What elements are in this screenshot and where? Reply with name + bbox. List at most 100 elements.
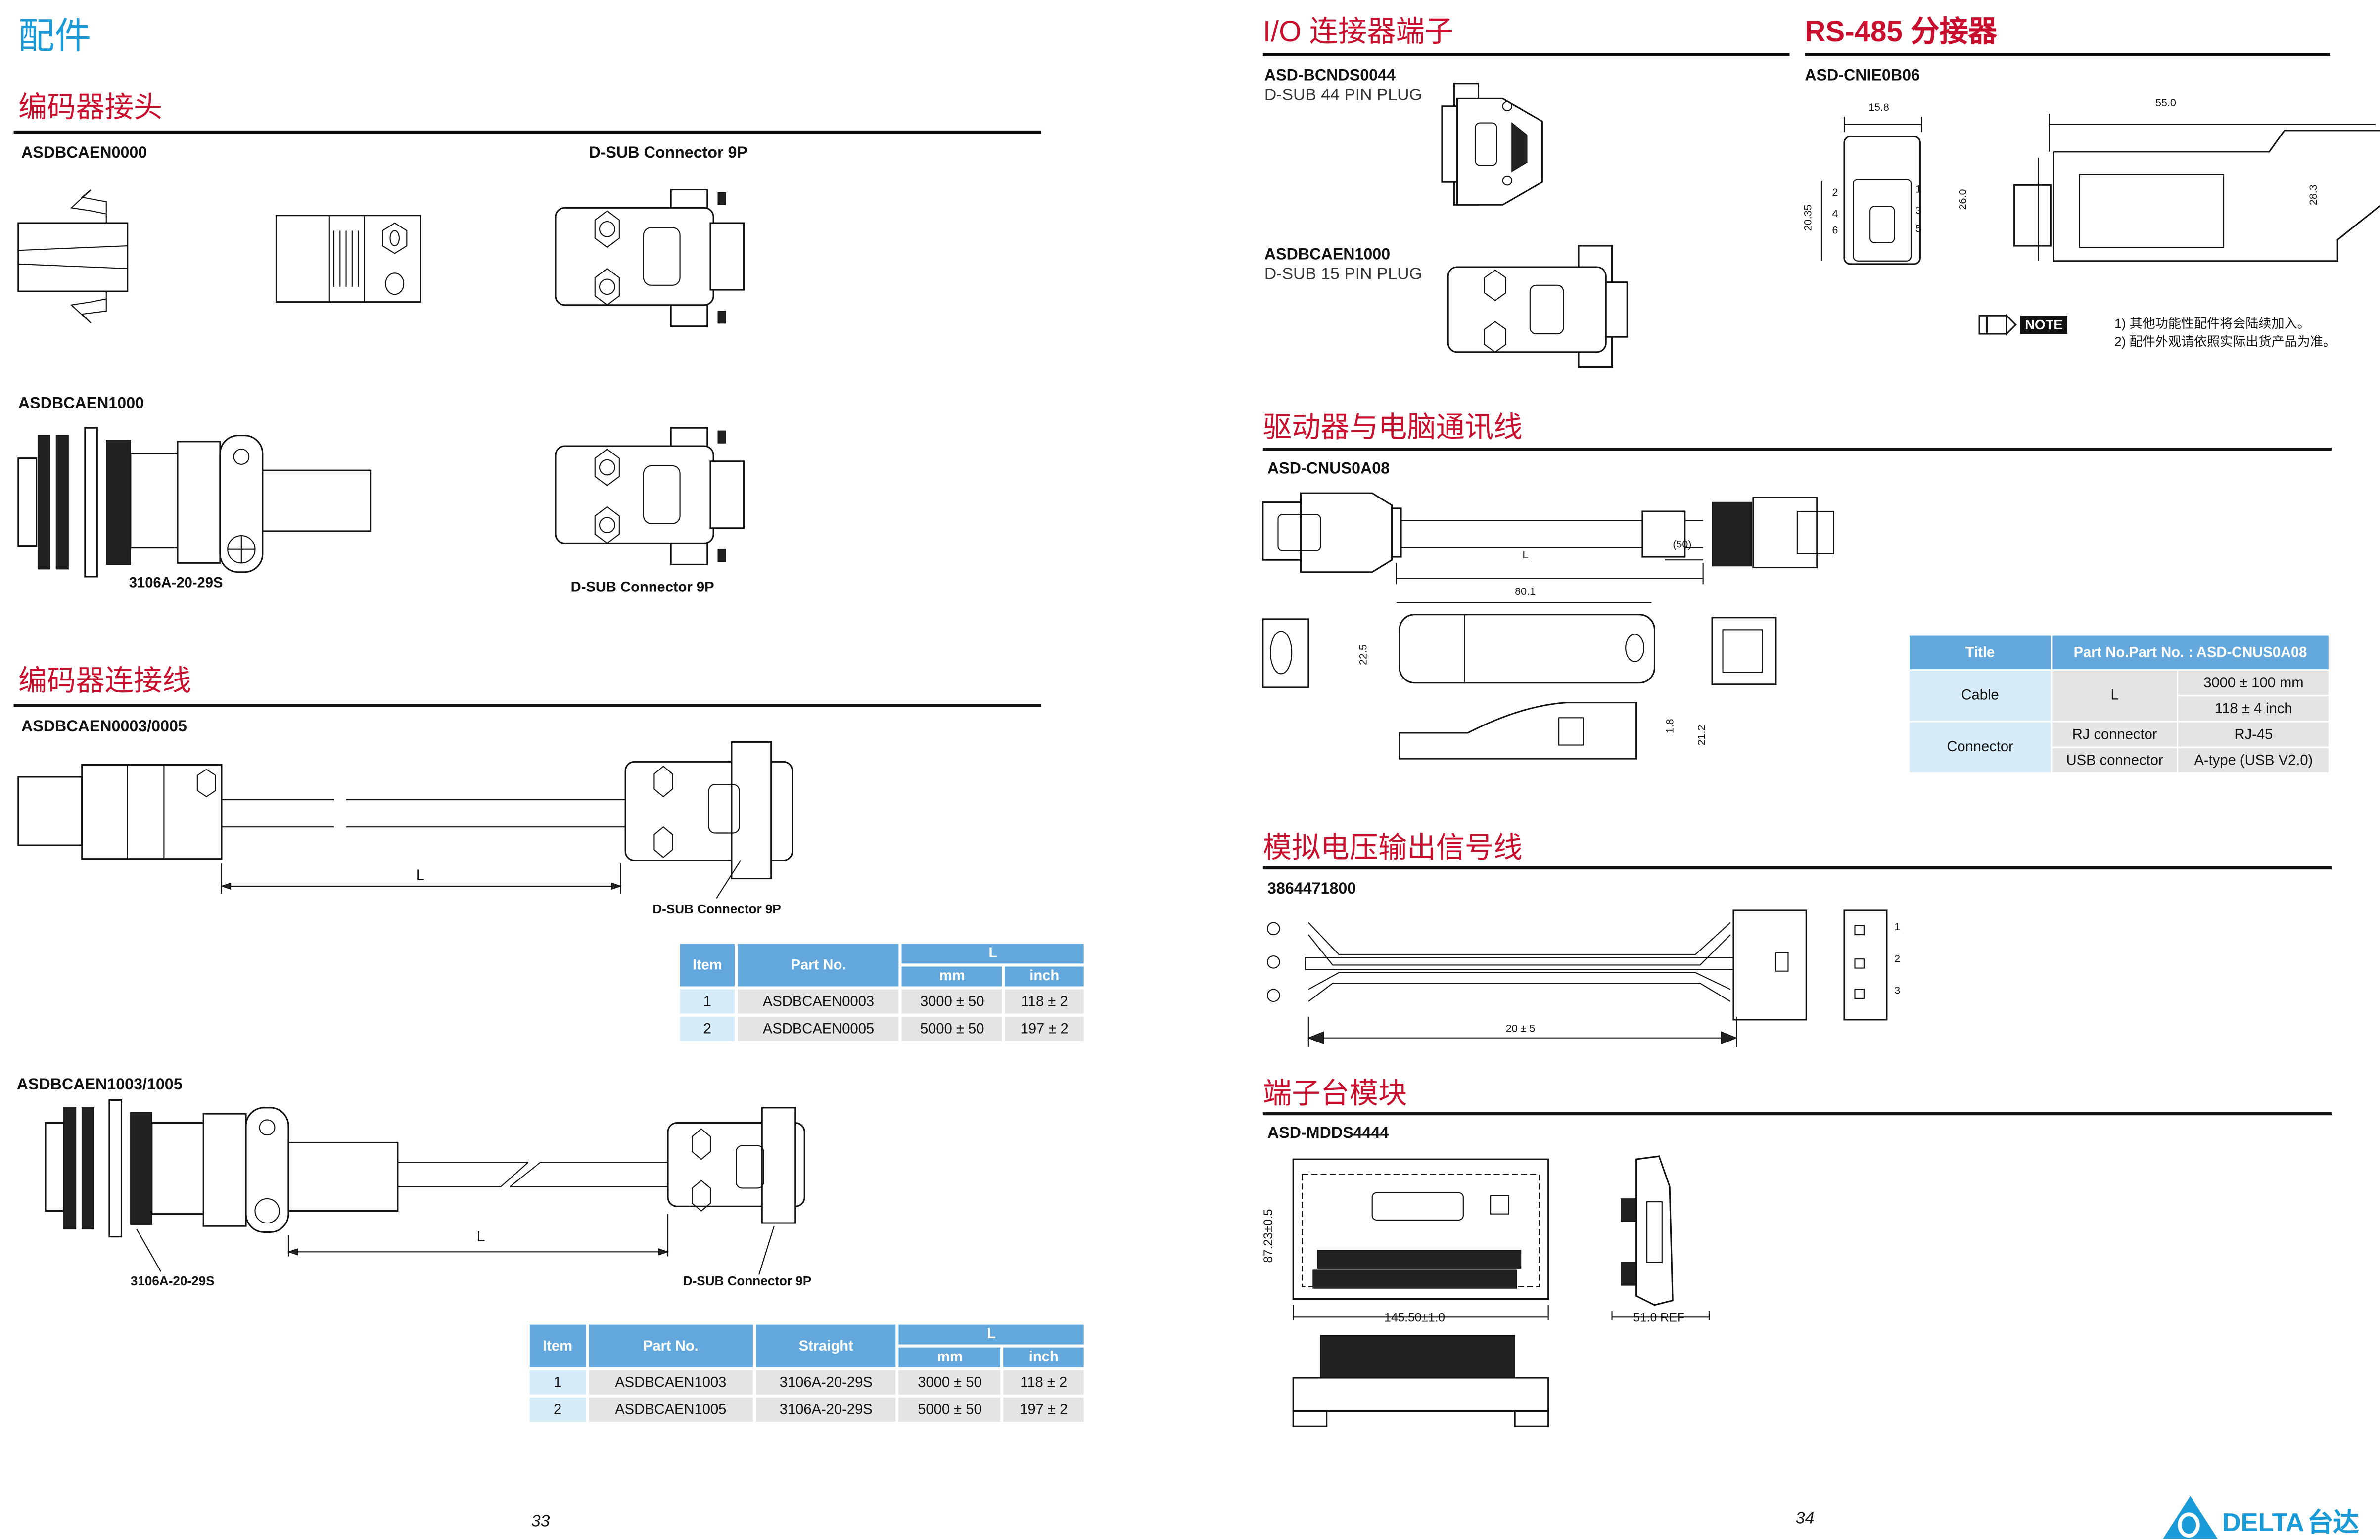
cell-item: 1 [529,1370,586,1395]
part-number: ASDBCAEN0000 [21,144,147,163]
part-description: D-SUB 15 PIN PLUG [1264,265,1422,284]
pc-cable-table: Title Part No.Part No. : ASD-CNUS0A08 Ca… [1908,634,2330,774]
connector-label: D-SUB Connector 9P [683,1273,812,1288]
header-item: Item [529,1324,586,1367]
encoder-cable-b-drawing [45,1099,805,1275]
dimension-label: 20 ± 5 [1505,1024,1536,1035]
cell-value: 3000 ± 100 mm [2179,671,2329,695]
header-mm: mm [899,1347,1001,1367]
header-l: L [902,944,1084,964]
note-badge: NOTE [1978,314,2068,336]
part-number: ASDBCAEN1000 [18,394,144,413]
header-part-no: Part No. [588,1324,753,1367]
pin-label: 2 [1894,954,1901,965]
rs485-splitter-drawing [1820,114,2380,265]
section-title-rs485: RS-485 分接器 [1805,16,1997,49]
header-l: L [899,1324,1084,1345]
pin-label: 4 [1832,209,1838,220]
table-row: 118 ± 4 inch [1910,696,2329,721]
header-title: Title [1909,635,2051,670]
delta-cn-text: 台达 [2307,1508,2359,1538]
cell-mm: 3000 ± 50 [899,1370,1001,1395]
header-part-no: Part No. [738,944,899,987]
cell-part-no: ASDBCAEN1003 [588,1370,753,1395]
pin-label: 3 [1894,986,1901,997]
dimension-label: 28.3 [2309,184,2320,206]
usb-rj45-cable-drawing [1262,492,1834,760]
cell-part-no: ASDBCAEN0005 [738,1016,899,1041]
dimension-label: 87.23±0.5 [1261,1209,1276,1263]
part-number: ASDBCAEN1000 [1264,246,1391,264]
section-rule [1805,53,2330,56]
part-number: ASD-BCNDS0044 [1264,67,1396,85]
dimension-label: 51.0 REF [1633,1311,1685,1325]
connector-label: D-SUB Connector 9P [653,901,781,917]
part-number: ASDBCAEN0003/0005 [21,718,187,736]
cell-inch: 197 ± 2 [1003,1397,1084,1422]
note-line: 1) 其他功能性配件将会陆续加入。 [2114,316,2310,331]
military-connector-drawing [17,427,372,578]
terminal-block-drawing [1292,1155,1710,1427]
table-row: 1 ASDBCAEN1003 3106A-20-29S 3000 ± 50 11… [529,1370,1084,1395]
pin-label: 3 [1915,206,1922,217]
pin-label: 5 [1915,225,1922,235]
cell-item: 1 [680,989,735,1014]
dimension-label: 55.0 [2155,98,2176,109]
page-number-left: 33 [531,1513,550,1531]
dimension-label: 20.35 [1803,204,1815,231]
part-description: D-SUB 44 PIN PLUG [1264,86,1422,105]
part-number: 3864471800 [1267,880,1356,899]
cell-inch: 118 ± 2 [1005,989,1084,1014]
table-row: Cable L 3000 ± 100 mm [1909,671,2329,721]
cell-item: 2 [680,1016,735,1041]
pin-label: 6 [1832,226,1838,237]
cell-mm: 5000 ± 50 [902,1016,1002,1041]
page-number-right: 34 [1795,1509,1815,1528]
note-text: 1) 其他功能性配件将会陆续加入。 2) 配件外观请依照实际出货产品为准。 [2114,314,2336,351]
table-row: 1 ASDBCAEN0003 3000 ± 50 118 ± 2 [680,989,1084,1014]
part-number: ASD-CNUS0A08 [1267,459,1390,478]
encoder-plug-drawing [17,189,129,324]
dimension-label: 21.2 [1697,725,1708,746]
pin-label: 1 [1894,922,1901,934]
table-row: Connector RJ connector RJ-45 [1909,722,2329,772]
cell-straight: 3106A-20-29S [756,1370,896,1395]
cell-name: USB connector [2052,748,2177,772]
dimension-label: 80.1 [1515,587,1536,598]
delta-triangle-icon [2163,1496,2218,1539]
section-title-io-connector: I/O 连接器端子 [1262,16,1454,49]
pin-label: 1 [1915,185,1922,196]
cell-name: RJ connector [2052,722,2177,747]
header-mm: mm [902,966,1002,987]
cell-title: Cable [1909,671,2051,721]
header-inch: inch [1005,966,1084,987]
cell-straight: 3106A-20-29S [756,1397,896,1422]
dimension-label: 145.50±1.0 [1384,1311,1445,1325]
header-inch: inch [1003,1347,1084,1367]
dimension-label: 15.8 [1868,103,1889,114]
cell-part-no: ASDBCAEN0003 [738,989,899,1014]
section-rule [1262,448,2332,451]
pin-label: 2 [1832,188,1838,199]
header-part-no: Part No.Part No. : ASD-CNUS0A08 [2052,635,2329,670]
connector-label: 3106A-20-29S [129,575,223,592]
dimension-label: L [1522,550,1529,562]
encoder-cable-a-drawing [17,741,793,899]
part-number: ASDBCAEN1003/1005 [16,1076,183,1094]
cell-value: 118 ± 4 inch [2179,696,2329,721]
cell-inch: 197 ± 2 [1005,1016,1084,1041]
section-title-encoder-cable: 编码器连接线 [18,666,191,698]
delta-brand-text: DELTA [2222,1508,2305,1538]
section-title-terminal-block: 端子台模块 [1262,1079,1407,1111]
section-rule [1262,53,1790,56]
section-title-pc-cable: 驱动器与电脑通讯线 [1262,412,1523,445]
encoder-cable-a-table: Item Part No. L mm inch 1 ASDBCAEN0003 3… [677,941,1086,1044]
section-rule [13,130,1041,134]
connector-label: 3106A-20-29S [130,1273,215,1288]
section-title-encoder-connector: 编码器接头 [18,92,163,125]
table-row: 2 ASDBCAEN1005 3106A-20-29S 5000 ± 50 19… [529,1397,1084,1422]
note-line: 2) 配件外观请依照实际出货产品为准。 [2114,334,2336,349]
section-rule [1262,866,2332,870]
dimension-label: L [476,1229,485,1246]
